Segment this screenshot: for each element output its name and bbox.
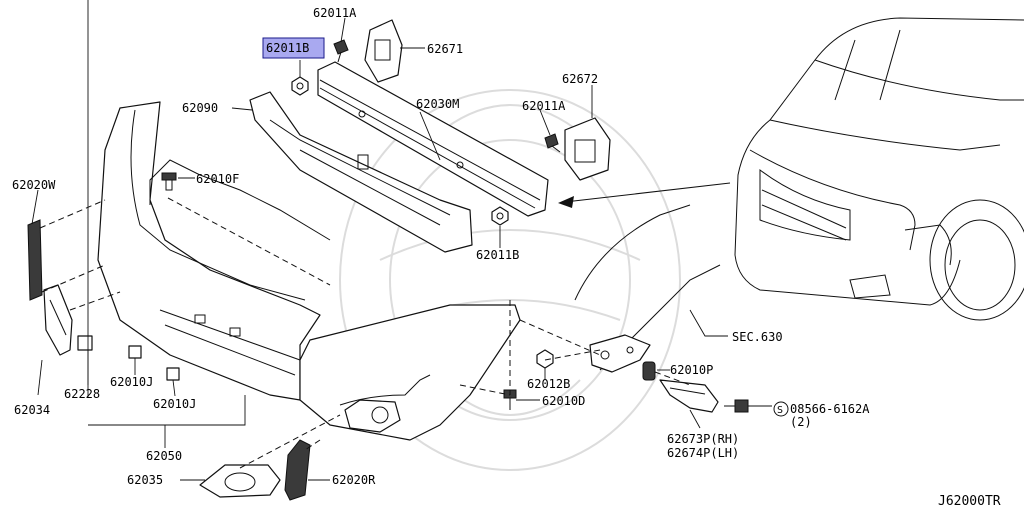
label-62010J-b[interactable]: 62010J (153, 397, 196, 411)
clip-62010P (642, 361, 656, 381)
bumper-reinforcement (317, 61, 549, 217)
label-62012B[interactable]: 62012B (527, 377, 570, 391)
label-62090[interactable]: 62090 (182, 101, 218, 115)
side-grille-left (27, 219, 43, 301)
vehicle-outline (734, 17, 1024, 321)
clip-62010F (161, 172, 177, 191)
diagram-code: J62000TR (938, 494, 1001, 509)
label-62672[interactable]: 62672 (562, 72, 598, 86)
bolt-08566 (724, 399, 749, 413)
label-62011A-top[interactable]: 62011A (313, 6, 357, 20)
energy-absorber (249, 91, 473, 253)
label-62011B-bottom[interactable]: 62011B (476, 248, 519, 262)
nut-62012B (536, 349, 554, 369)
location-arrow (558, 182, 731, 208)
label-62010D[interactable]: 62010D (542, 394, 585, 408)
label-62010J-a[interactable]: 62010J (110, 375, 153, 389)
label-08566-6162A[interactable]: 08566-6162A (790, 402, 870, 416)
label-bolt-qty: (2) (790, 415, 812, 429)
side-grille-right (284, 439, 311, 501)
label-62030M[interactable]: 62030M (416, 97, 459, 111)
label-62673P[interactable]: 62673P(RH) (667, 432, 739, 446)
highlight-box (262, 37, 325, 59)
bracket-62672 (564, 117, 611, 181)
nut-62011B-bottom (491, 206, 509, 226)
label-62010P[interactable]: 62010P (670, 363, 713, 377)
watermark-emblem (339, 89, 681, 471)
assembly-lines (39, 197, 691, 469)
label-62020W[interactable]: 62020W (12, 178, 56, 192)
label-62034[interactable]: 62034 (14, 403, 50, 417)
bumper-fascia (97, 101, 521, 441)
clip-62010J-b (166, 367, 180, 381)
label-sec630[interactable]: SEC.630 (732, 330, 783, 344)
label-62228[interactable]: 62228 (64, 387, 100, 401)
label-62011A-right[interactable]: 62011A (522, 99, 566, 113)
label-62010F[interactable]: 62010F (196, 172, 239, 186)
label-bolt-symbol: S (777, 405, 783, 416)
leader-lines (31, 0, 772, 481)
fog-cover-left (43, 284, 73, 356)
fog-cover-right (199, 464, 281, 498)
clip-62010J-a (128, 345, 142, 359)
nut-62011B-top (291, 76, 309, 96)
label-62050[interactable]: 62050 (146, 449, 182, 463)
bolt-symbol-circle (773, 401, 789, 417)
part-labels: 62011A 62011B 62671 62672 62030M 62090 6… (12, 6, 1001, 509)
clip-62228 (77, 335, 93, 351)
bracket-62671 (364, 19, 403, 83)
label-62671[interactable]: 62671 (427, 42, 463, 56)
bolt-62011A-top (333, 39, 349, 63)
label-62020R[interactable]: 62020R (332, 473, 376, 487)
bolt-62011A-right (544, 133, 561, 153)
fender-outline (574, 204, 728, 373)
label-62035[interactable]: 62035 (127, 473, 163, 487)
side-bracket (659, 379, 719, 413)
label-62674P[interactable]: 62674P(LH) (667, 446, 739, 460)
label-62011B-highlight[interactable]: 62011B (266, 41, 309, 55)
